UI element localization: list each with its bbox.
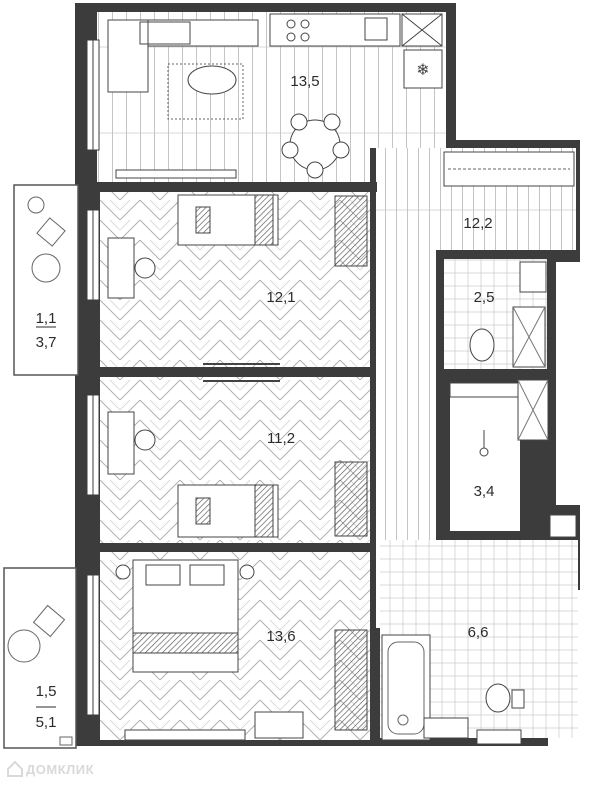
tv-stand bbox=[124, 729, 246, 741]
nightstand bbox=[239, 564, 255, 580]
balcony-chair bbox=[36, 217, 66, 247]
coffee-table bbox=[187, 65, 237, 95]
kitchen-counter bbox=[269, 13, 443, 47]
wardrobe bbox=[334, 629, 368, 731]
double-bed bbox=[132, 559, 239, 673]
wall-bedroom-bedroom bbox=[97, 367, 370, 377]
wall-bedroom-master bbox=[97, 543, 370, 552]
chair bbox=[134, 257, 156, 279]
sink bbox=[519, 261, 547, 293]
shaft bbox=[476, 729, 522, 745]
sauna-floor bbox=[450, 383, 520, 531]
balcony-table bbox=[31, 253, 61, 283]
dressing-table bbox=[254, 711, 304, 739]
nightstand bbox=[115, 564, 131, 580]
balcony-lower-total: 5,1 bbox=[36, 714, 57, 731]
sofa bbox=[107, 19, 259, 93]
area-bathroom: 6,6 bbox=[468, 624, 489, 641]
balcony-chair bbox=[32, 604, 66, 638]
bed bbox=[177, 194, 279, 246]
bathtub bbox=[381, 634, 431, 741]
area-hallway: 12,2 bbox=[463, 215, 492, 232]
home-logo-icon bbox=[7, 760, 23, 777]
tv-stand bbox=[115, 169, 237, 179]
thermometer-icon bbox=[479, 430, 489, 457]
balcony-upper-area: 1,1 bbox=[36, 310, 57, 327]
windows bbox=[86, 39, 100, 716]
area-bedroom-1: 12,1 bbox=[266, 289, 295, 306]
wardrobe bbox=[334, 461, 368, 537]
toilet-bowl bbox=[469, 328, 495, 362]
watermark: ДОМКЛИК bbox=[26, 762, 95, 777]
desk bbox=[107, 237, 135, 299]
bed bbox=[177, 484, 279, 538]
balcony-upper-total: 3,7 bbox=[36, 334, 57, 351]
balcony-table bbox=[7, 629, 41, 663]
balcony-lower-area: 1,5 bbox=[36, 683, 57, 700]
chair bbox=[134, 429, 156, 451]
wardrobe bbox=[334, 195, 368, 267]
snowflake-icon: ❄ bbox=[416, 60, 429, 79]
area-master-bedroom: 13,6 bbox=[266, 628, 295, 645]
washbasin bbox=[423, 717, 469, 739]
wet-zone-wall bbox=[436, 250, 444, 540]
plant-icon bbox=[27, 196, 45, 214]
area-toilet: 2,5 bbox=[474, 289, 495, 306]
area-sauna: 3,4 bbox=[474, 483, 495, 500]
toilet-bowl bbox=[485, 683, 511, 713]
corridor-wall bbox=[370, 148, 376, 743]
balcony-lower bbox=[3, 567, 77, 749]
area-bedroom-2: 11,2 bbox=[267, 430, 295, 447]
rug bbox=[167, 63, 244, 120]
wall-living-bedroom bbox=[97, 182, 377, 192]
fridge bbox=[403, 49, 443, 89]
vent bbox=[549, 514, 577, 538]
sauna-bench bbox=[449, 382, 521, 398]
balcony-upper bbox=[13, 184, 79, 376]
desk bbox=[107, 411, 135, 475]
area-living-kitchen: 13,5 bbox=[290, 73, 319, 90]
dining-table bbox=[281, 113, 350, 179]
